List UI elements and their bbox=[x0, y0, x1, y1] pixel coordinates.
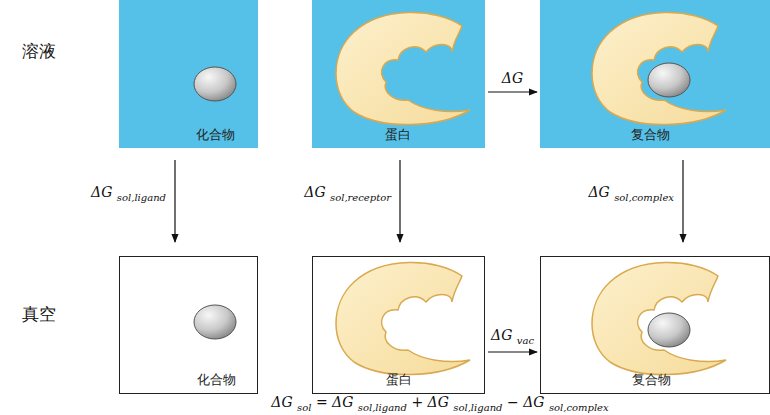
solution-panel bbox=[540, 0, 770, 148]
protein bbox=[592, 12, 726, 124]
ligand bbox=[648, 313, 690, 347]
ligand bbox=[194, 67, 236, 101]
protein bbox=[336, 12, 470, 124]
panel-caption: 化合物 bbox=[197, 371, 236, 389]
energy-label: ΔG sol,ligand bbox=[89, 184, 168, 203]
ligand bbox=[194, 305, 236, 339]
arrow bbox=[174, 160, 175, 242]
panel-caption: 蛋白 bbox=[385, 126, 411, 144]
vacuum-panel: 复合物 bbox=[540, 256, 770, 394]
protein bbox=[336, 262, 470, 374]
vacuum-panel: 蛋白 bbox=[312, 256, 485, 394]
panel-caption: 化合物 bbox=[196, 126, 235, 144]
vacuum-panel: 化合物 bbox=[119, 256, 258, 394]
solution-panel: 蛋白 bbox=[312, 0, 485, 148]
panel-caption: 复合物 bbox=[631, 126, 670, 144]
arrow bbox=[682, 160, 683, 242]
row-label: 真空 bbox=[22, 303, 56, 326]
panel-caption: 复合物 bbox=[632, 371, 671, 389]
energy-label: ΔG sol,complex bbox=[586, 184, 676, 203]
energy-label: ΔG sol,receptor bbox=[302, 184, 393, 203]
arrow bbox=[399, 160, 400, 242]
panel-caption: 蛋白 bbox=[386, 371, 412, 389]
energy-label: ΔG vac bbox=[489, 327, 536, 346]
row-label: 溶液 bbox=[22, 40, 56, 63]
energy-label: ΔG bbox=[500, 70, 525, 86]
arrow bbox=[488, 351, 537, 352]
protein bbox=[592, 262, 726, 374]
ligand bbox=[648, 63, 690, 97]
solution-panel: 复合物 bbox=[540, 0, 770, 148]
equation: ΔG sol = ΔG sol,ligand + ΔG sol,ligand −… bbox=[271, 394, 608, 413]
solution-panel bbox=[119, 0, 258, 148]
arrow bbox=[488, 91, 537, 92]
solution-panel: 化合物 bbox=[119, 0, 258, 148]
solution-panel bbox=[312, 0, 485, 148]
